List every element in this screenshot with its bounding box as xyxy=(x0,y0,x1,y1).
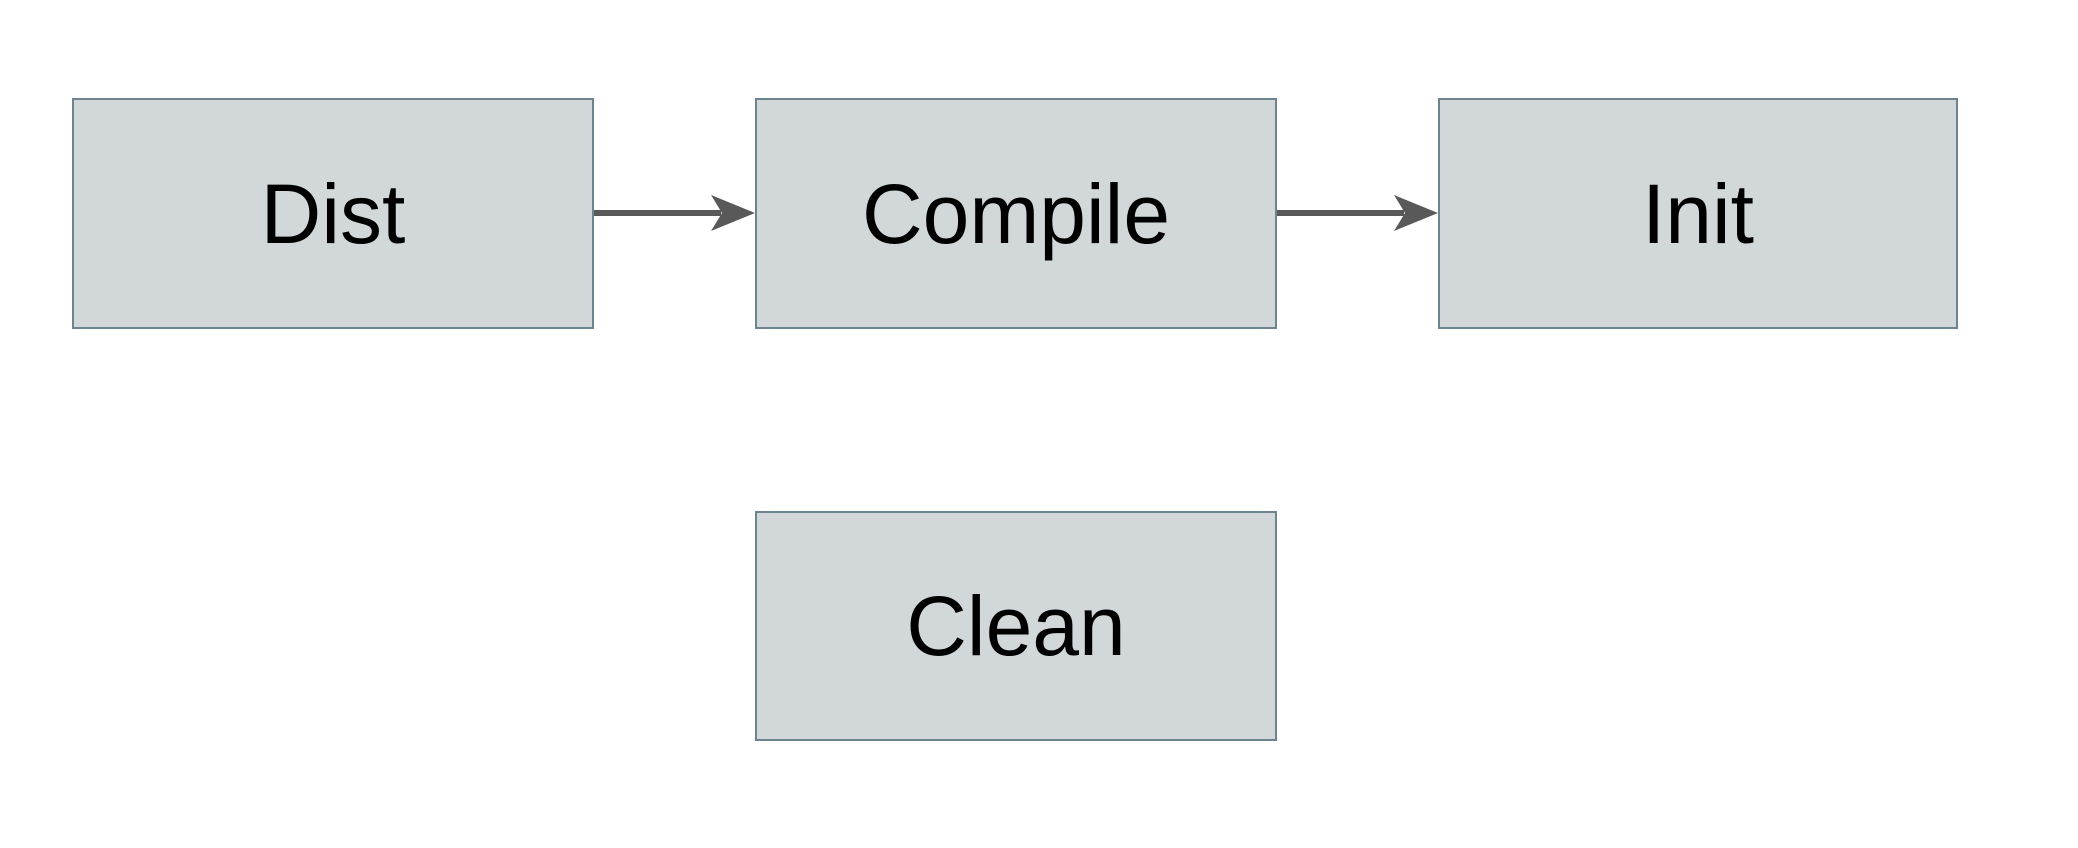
node-dist-label: Dist xyxy=(260,166,406,261)
edge-dist-compile-arrow xyxy=(594,195,755,231)
edge-compile-init-arrow xyxy=(1277,195,1438,231)
node-clean: Clean xyxy=(755,511,1277,741)
node-init-label: Init xyxy=(1641,166,1755,261)
node-compile-label: Compile xyxy=(861,166,1171,261)
node-clean-label: Clean xyxy=(906,579,1126,673)
node-dist: Dist xyxy=(72,98,594,329)
node-compile: Compile xyxy=(755,98,1277,329)
node-init: Init xyxy=(1438,98,1958,329)
